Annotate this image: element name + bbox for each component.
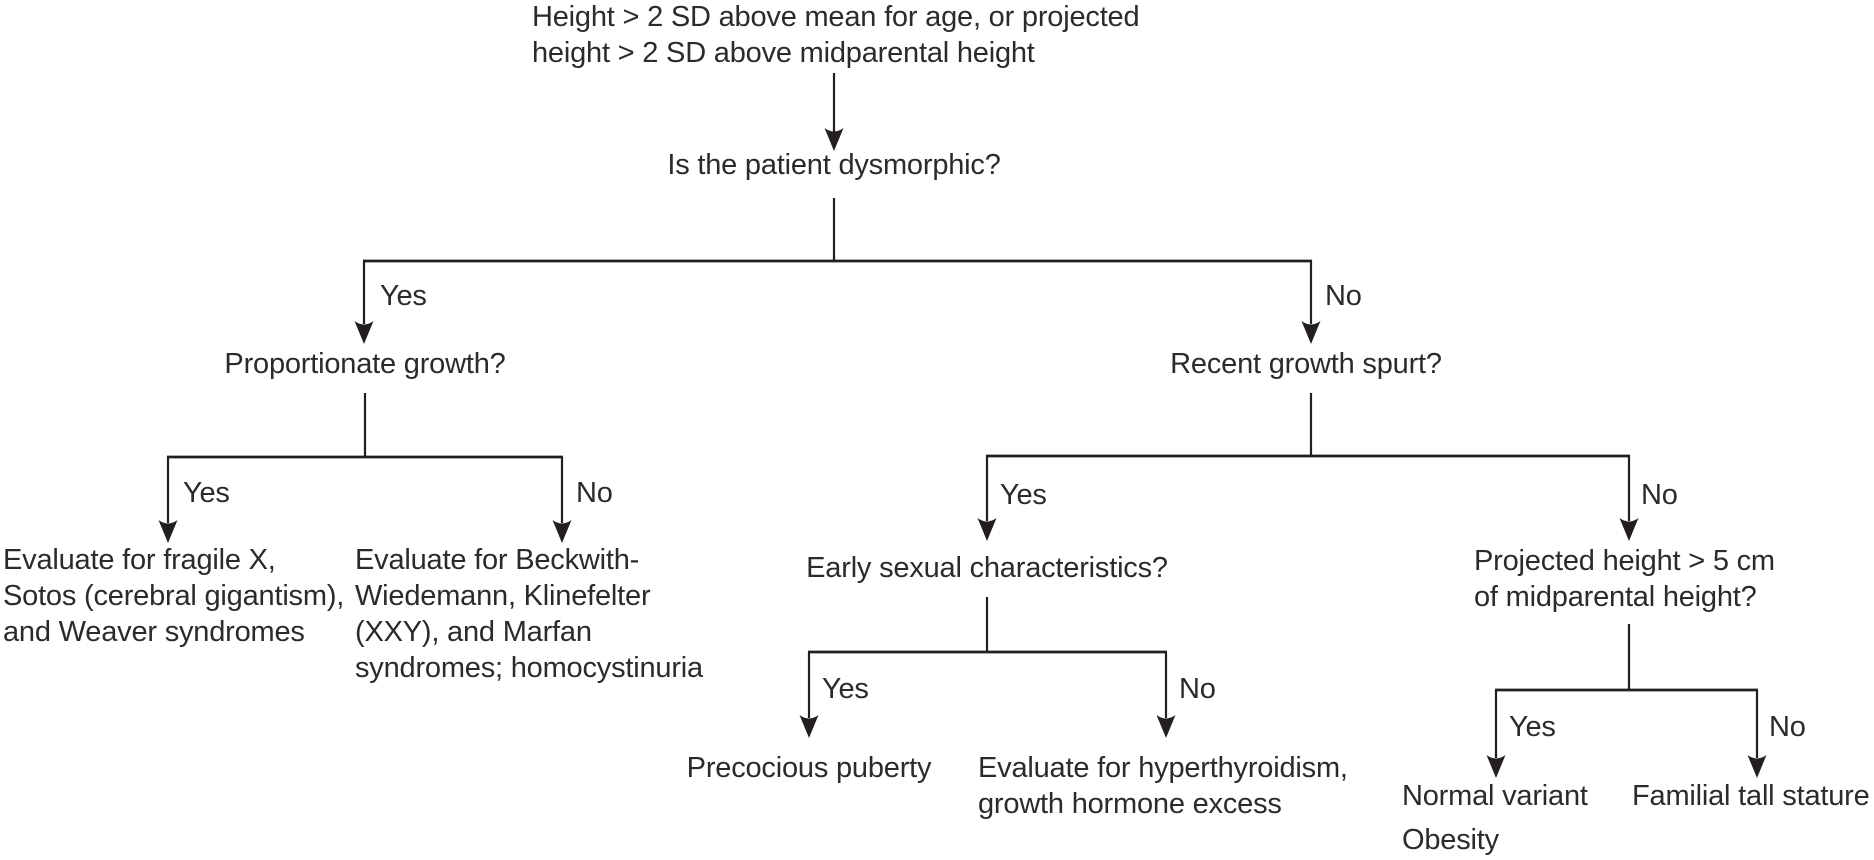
outcome-line: and Weaver syndromes: [3, 616, 305, 648]
early-sexual-yes-label: Yes: [822, 673, 869, 705]
connector-proportionate-branch: [158, 393, 572, 543]
growth-spurt-yes-label: Yes: [1000, 479, 1047, 511]
root-condition-line2: height > 2 SD above midparental height: [532, 37, 1035, 69]
proportionate-no-label: No: [576, 477, 613, 509]
question-proportionate-growth: Proportionate growth?: [224, 348, 506, 380]
outcome-syndromic-proportionate: Evaluate for fragile X, Sotos (cerebral …: [3, 542, 344, 650]
root-condition: Height > 2 SD above mean for age, or pro…: [532, 0, 1140, 71]
question-dysmorphic: Is the patient dysmorphic?: [667, 149, 1001, 181]
growth-spurt-no-label: No: [1641, 479, 1678, 511]
connector-dysmorphic-branch: [354, 198, 1321, 344]
outcome-line: (XXY), and Marfan: [355, 616, 592, 648]
connector-early-sexual-branch: [799, 597, 1176, 738]
outcome-line: Sotos (cerebral gigantism),: [3, 580, 345, 612]
outcome-line: growth hormone excess: [978, 788, 1282, 820]
question-recent-growth-spurt: Recent growth spurt?: [1170, 348, 1442, 380]
outcome-normal-variant: Normal variant: [1402, 780, 1588, 812]
question-early-sexual-characteristics: Early sexual characteristics?: [806, 552, 1168, 584]
question-line: of midparental height?: [1474, 581, 1757, 613]
question-line: Projected height > 5 cm: [1474, 545, 1775, 577]
outcome-line: Wiedemann, Klinefelter: [355, 580, 651, 612]
question-projected-height: Projected height > 5 cm of midparental h…: [1474, 543, 1775, 615]
dysmorphic-no-label: No: [1325, 280, 1362, 312]
connector-growth-spurt-branch: [977, 393, 1639, 541]
projected-height-yes-label: Yes: [1509, 711, 1556, 743]
outcome-precocious-puberty: Precocious puberty: [686, 752, 932, 784]
proportionate-yes-label: Yes: [183, 477, 230, 509]
root-condition-line1: Height > 2 SD above mean for age, or pro…: [532, 1, 1140, 33]
outcome-obesity: Obesity: [1402, 824, 1499, 856]
outcome-line: syndromes; homocystinuria: [355, 652, 703, 684]
outcome-syndromic-disproportionate: Evaluate for Beckwith- Wiedemann, Klinef…: [355, 542, 703, 686]
early-sexual-no-label: No: [1179, 673, 1216, 705]
outcome-line: Evaluate for hyperthyroidism,: [978, 752, 1348, 784]
outcome-line: Evaluate for fragile X,: [3, 544, 276, 576]
outcome-hyperthyroidism: Evaluate for hyperthyroidism, growth hor…: [978, 750, 1348, 822]
outcome-line: Evaluate for Beckwith-: [355, 544, 640, 576]
connector-root-arrow: [824, 73, 844, 151]
connector-projected-height-branch: [1486, 624, 1767, 778]
projected-height-no-label: No: [1769, 711, 1806, 743]
dysmorphic-yes-label: Yes: [380, 280, 427, 312]
outcome-familial-tall-stature: Familial tall stature: [1632, 780, 1870, 812]
